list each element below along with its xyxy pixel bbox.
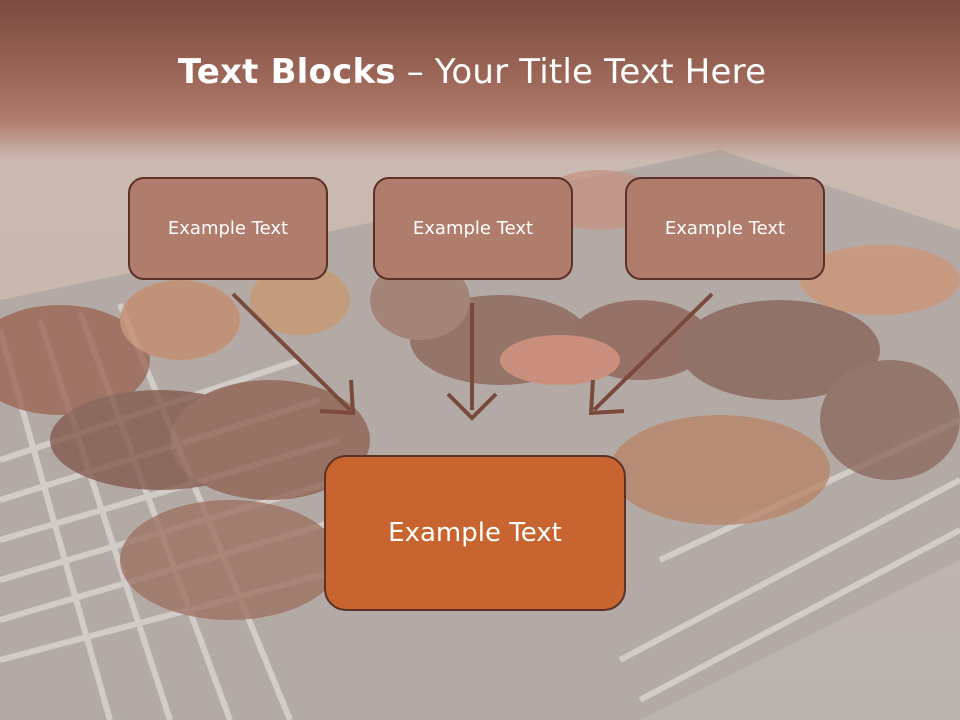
text-block-right-label: Example Text [664,218,786,239]
main-text-block[interactable]: Example Text [324,455,626,611]
slide-title: Text Blocks – Your Title Text Here [0,52,944,92]
title-rest: – Your Title Text Here [395,52,767,92]
title-bold: Text Blocks [177,52,396,92]
main-text-block-label: Example Text [388,518,562,548]
text-block-right[interactable]: Example Text [625,177,825,280]
arrow-right [588,292,714,416]
text-block-center[interactable]: Example Text [373,177,573,280]
header-band [0,0,960,160]
text-block-left-label: Example Text [167,218,289,239]
text-block-left[interactable]: Example Text [128,177,328,280]
arrow-center [446,303,498,421]
text-block-center-label: Example Text [412,218,534,239]
arrow-left [231,292,356,416]
